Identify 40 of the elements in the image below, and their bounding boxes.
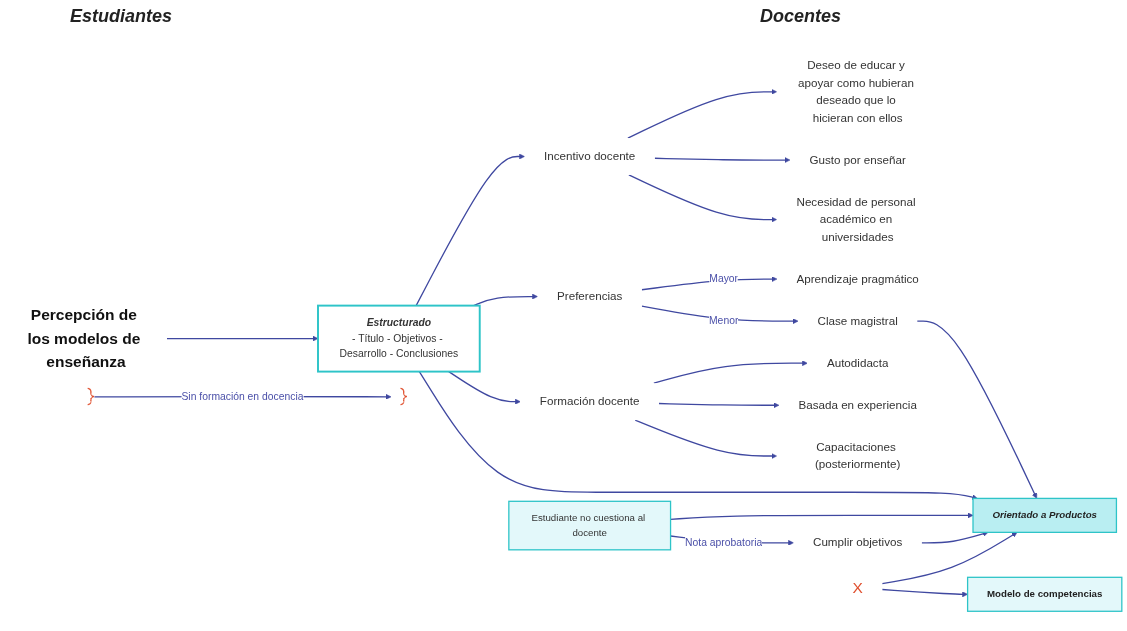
node-text: Cumplir objetivos [812, 535, 903, 549]
node-text: Deseo de educar y apoyar como hubieran deseado que lo hicieran con ellos [798, 58, 914, 124]
edge-label: Nota aprobatoria [685, 536, 763, 548]
group-heading: Docentes [760, 6, 842, 27]
arrow [627, 88, 778, 139]
edge-label: Menor [709, 315, 739, 327]
node-text: Formación docente [539, 394, 640, 408]
arrow [653, 360, 808, 384]
arrow [473, 293, 538, 307]
node-bracket [87, 387, 95, 405]
node-box: Estudiante no cuestiona al docente [508, 500, 672, 551]
node-text: X [852, 578, 863, 596]
node-text: Percepción de los modelos de enseñanza [27, 306, 141, 371]
node-text: Basada en experiencia [798, 398, 917, 412]
arrow [634, 419, 778, 459]
arrow [166, 335, 319, 342]
node-text: Aprendizaje pragmático [796, 272, 919, 285]
arrow [881, 531, 1018, 585]
node-text: Autodidacta [826, 356, 889, 370]
node-box: Modelo de competencias [966, 576, 1123, 612]
node-box: Estructurado - Título - Objetivos - Desarrollo - Conclusiones [317, 304, 481, 373]
arrow [881, 588, 968, 597]
edge-label: Sin formación en docencia [181, 390, 304, 402]
node-text: Capacitaciones (posteriormente) [814, 440, 901, 471]
group-heading: Estudiantes [70, 6, 173, 27]
arrow [418, 370, 978, 500]
arrow [654, 157, 791, 163]
node-text: Gusto por enseñar [809, 153, 906, 166]
arrow [916, 320, 1038, 499]
arrow [448, 370, 521, 405]
edge-label: Mayor [709, 273, 739, 285]
node-text: Incentivo docente [544, 149, 636, 163]
node-text: Necesidad de personal académico en universidades [796, 195, 916, 243]
node-box: Orientado a Productos [972, 497, 1118, 533]
node-bracket [399, 387, 408, 405]
arrow [415, 153, 525, 307]
node-text: Preferencias [557, 289, 623, 303]
arrow [628, 174, 778, 223]
node-text: Clase magistral [817, 314, 898, 328]
arrow [658, 402, 780, 408]
